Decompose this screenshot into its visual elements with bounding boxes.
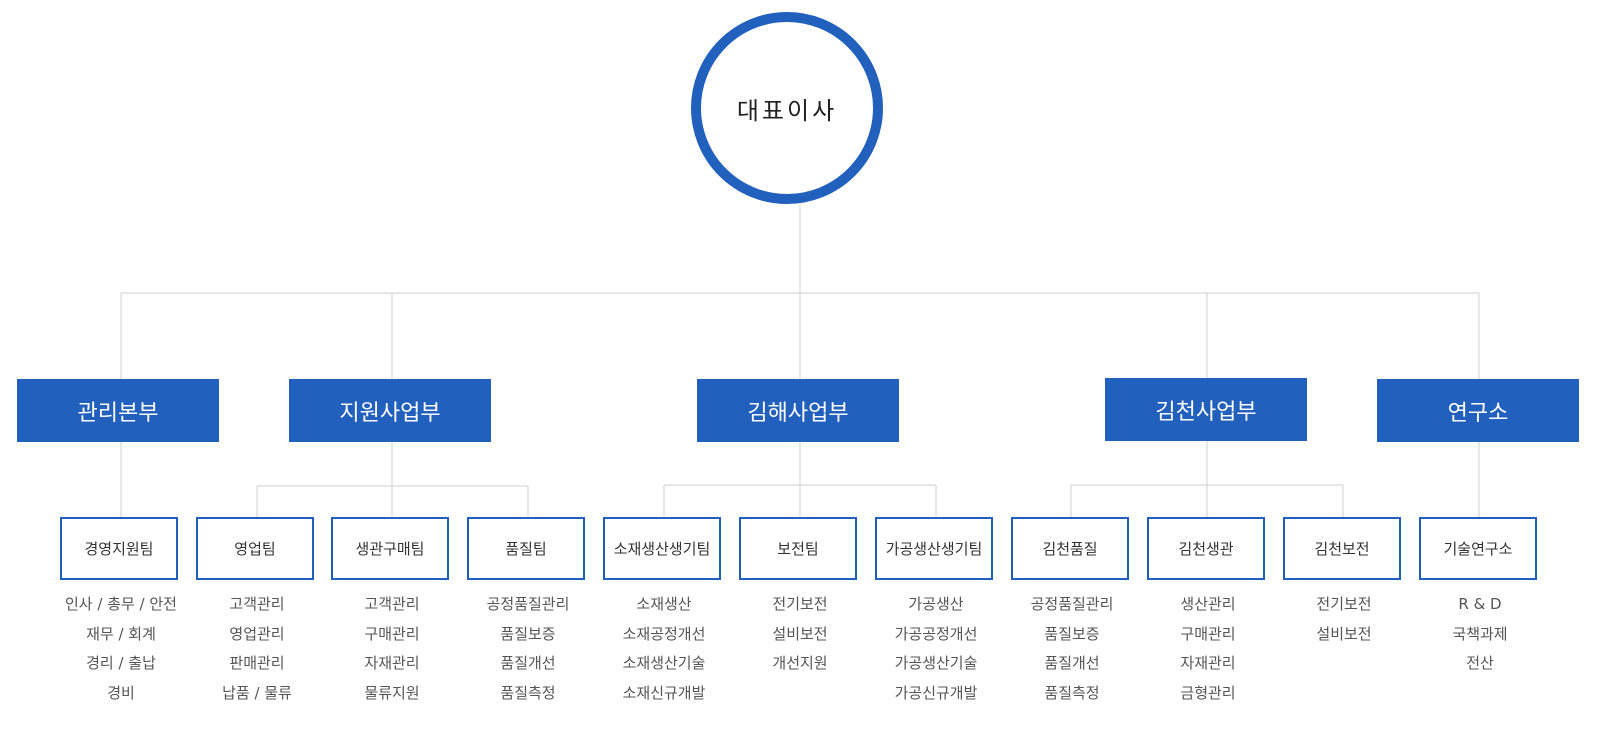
duty-item: 고객관리 <box>229 595 285 613</box>
dept-label: 관리본부 <box>77 400 159 426</box>
duty-list: 공정품질관리 품질보증 품질개선 품질측정 <box>1002 590 1142 708</box>
duty-item: 전기보전 <box>1316 595 1372 613</box>
duty-list: 소재생산 소재공정개선 소재생산기술 소재신규개발 <box>594 590 734 708</box>
team-label: 가공생산생기팀 <box>885 540 983 558</box>
team-label: 영업팀 <box>234 540 276 558</box>
duty-item: 품질개선 <box>500 654 556 672</box>
duty-list: 고객관리 구매관리 자재관리 물류지원 <box>322 590 462 708</box>
team-box: 경영지원팀 <box>60 517 178 580</box>
dept-management-hq: 관리본부 <box>17 379 219 442</box>
team-label: 김천품질 <box>1042 540 1098 558</box>
duty-item: 판매관리 <box>229 654 285 672</box>
team-label: 생관구매팀 <box>355 540 425 558</box>
duty-item: 설비보전 <box>772 624 828 643</box>
duty-item: 고객관리 <box>364 595 420 613</box>
duty-list: 공정품질관리 품질보증 품질개선 품질측정 <box>458 590 598 708</box>
dept-gimcheon-division: 김천사업부 <box>1105 378 1307 441</box>
duty-list: 인사 / 총무 / 안전 재무 / 회계 경리 / 출납 경비 <box>51 590 191 708</box>
duty-item: R & D <box>1458 595 1502 613</box>
duty-list: 전기보전 설비보전 개선지원 <box>730 590 870 679</box>
duty-item: 개선지원 <box>772 654 828 672</box>
ceo-node: 대표이사 <box>691 12 883 204</box>
duty-item: 품질보증 <box>1044 624 1100 643</box>
team-box: 생관구매팀 <box>331 517 449 580</box>
duty-item: 생산관리 <box>1180 595 1236 613</box>
dept-label: 연구소 <box>1447 400 1509 426</box>
duty-item: 설비보전 <box>1316 624 1372 643</box>
duty-list: 생산관리 구매관리 자재관리 금형관리 <box>1138 590 1278 708</box>
duty-item: 가공공정개선 <box>894 624 978 643</box>
team-box: 김천생관 <box>1147 517 1265 580</box>
duty-item: 자재관리 <box>364 654 420 672</box>
team-box: 품질팀 <box>467 517 585 580</box>
team-box: 김천보전 <box>1283 517 1401 580</box>
duty-item: 납품 / 물류 <box>222 683 292 702</box>
team-box: 가공생산생기팀 <box>875 517 993 580</box>
ceo-label: 대표이사 <box>736 96 838 125</box>
dept-support-division: 지원사업부 <box>289 379 491 442</box>
team-box: 보전팀 <box>739 517 857 580</box>
duty-list: 전기보전 설비보전 <box>1274 590 1414 649</box>
duty-item: 품질측정 <box>1044 683 1100 702</box>
team-label: 보전팀 <box>777 540 819 558</box>
duty-item: 전산 <box>1466 654 1494 672</box>
team-label: 김천생관 <box>1178 540 1234 558</box>
team-label: 품질팀 <box>505 540 547 558</box>
duty-item: 공정품질관리 <box>1030 595 1114 613</box>
duty-item: 가공생산 <box>908 595 964 613</box>
dept-gimhae-division: 김해사업부 <box>697 379 899 442</box>
duty-item: 가공신규개발 <box>894 683 978 702</box>
duty-item: 품질보증 <box>500 624 556 643</box>
duty-item: 소재생산기술 <box>622 654 706 672</box>
dept-label: 지원사업부 <box>339 400 441 426</box>
duty-item: 영업관리 <box>229 624 285 643</box>
team-label: 김천보전 <box>1314 540 1370 558</box>
team-box: 기술연구소 <box>1419 517 1537 580</box>
duty-item: 자재관리 <box>1180 654 1236 672</box>
team-box: 영업팀 <box>196 517 314 580</box>
duty-item: 인사 / 총무 / 안전 <box>65 595 177 613</box>
team-box: 소재생산생기팀 <box>603 517 721 580</box>
team-label: 기술연구소 <box>1443 540 1513 558</box>
duty-list: 가공생산 가공공정개선 가공생산기술 가공신규개발 <box>866 590 1006 708</box>
duty-item: 가공생산기술 <box>894 654 978 672</box>
dept-research-institute: 연구소 <box>1377 379 1579 442</box>
dept-label: 김천사업부 <box>1155 399 1257 425</box>
duty-item: 품질측정 <box>500 683 556 702</box>
duty-item: 재무 / 회계 <box>86 624 156 643</box>
duty-item: 전기보전 <box>772 595 828 613</box>
duty-item: 소재신규개발 <box>622 683 706 702</box>
duty-item: 공정품질관리 <box>486 595 570 613</box>
team-label: 경영지원팀 <box>84 540 154 558</box>
duty-item: 소재생산 <box>636 595 692 613</box>
duty-item: 경비 <box>107 683 135 702</box>
duty-item: 경리 / 출납 <box>86 654 156 672</box>
duty-item: 국책과제 <box>1452 624 1508 643</box>
duty-item: 금형관리 <box>1180 683 1236 702</box>
duty-item: 구매관리 <box>1180 624 1236 643</box>
team-label: 소재생산생기팀 <box>613 540 711 558</box>
duty-item: 소재공정개선 <box>622 624 706 643</box>
duty-list: 고객관리 영업관리 판매관리 납품 / 물류 <box>187 590 327 708</box>
dept-label: 김해사업부 <box>747 400 849 426</box>
duty-list: R & D 국책과제 전산 <box>1410 590 1550 679</box>
duty-item: 구매관리 <box>364 624 420 643</box>
team-box: 김천품질 <box>1011 517 1129 580</box>
duty-item: 물류지원 <box>364 683 420 702</box>
duty-item: 품질개선 <box>1044 654 1100 672</box>
